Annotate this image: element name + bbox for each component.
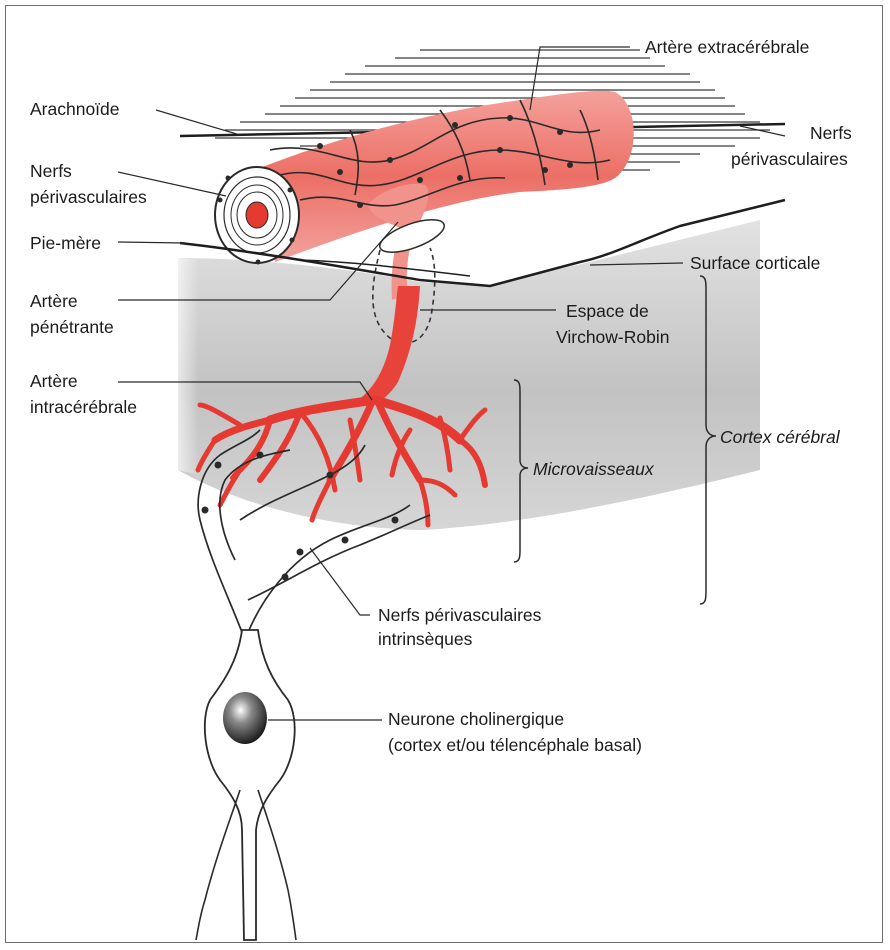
label-espace-vr-2: Virchow-Robin — [556, 326, 669, 348]
label-espace-vr-1: Espace de — [566, 300, 649, 322]
label-artere-intracerebrale-2: intracérébrale — [30, 396, 137, 418]
label-neurone-2: (cortex et/ou télencéphale basal) — [388, 734, 642, 756]
cortex-block — [178, 220, 760, 530]
label-nerfs-intrinseques-1: Nerfs périvasculaires — [378, 604, 541, 626]
label-artere-penetrante-2: pénétrante — [30, 316, 114, 338]
label-nerfs-right-1: Nerfs — [810, 122, 852, 144]
label-surface-corticale: Surface corticale — [690, 252, 820, 274]
label-artere-penetrante-1: Artère — [30, 290, 78, 312]
label-cortex-cerebral: Cortex cérébral — [720, 426, 840, 448]
label-neurone-1: Neurone cholinergique — [388, 708, 564, 730]
neuron-body — [205, 630, 295, 940]
label-nerfs-left-2: périvasculaires — [30, 186, 147, 208]
label-arachnoide: Arachnoïde — [30, 98, 120, 120]
label-nerfs-intrinseques-2: intrinsèques — [378, 628, 472, 650]
label-pie-mere: Pie-mère — [30, 232, 101, 254]
label-artere-intracerebrale-1: Artère — [30, 370, 78, 392]
label-nerfs-left-1: Nerfs — [30, 160, 72, 182]
label-nerfs-right-2: périvasculaires — [731, 148, 848, 170]
label-artere-extracerebrale: Artère extracérébrale — [645, 36, 809, 58]
neuron-nucleus — [223, 692, 267, 744]
label-microvaisseaux: Microvaisseaux — [533, 458, 654, 480]
